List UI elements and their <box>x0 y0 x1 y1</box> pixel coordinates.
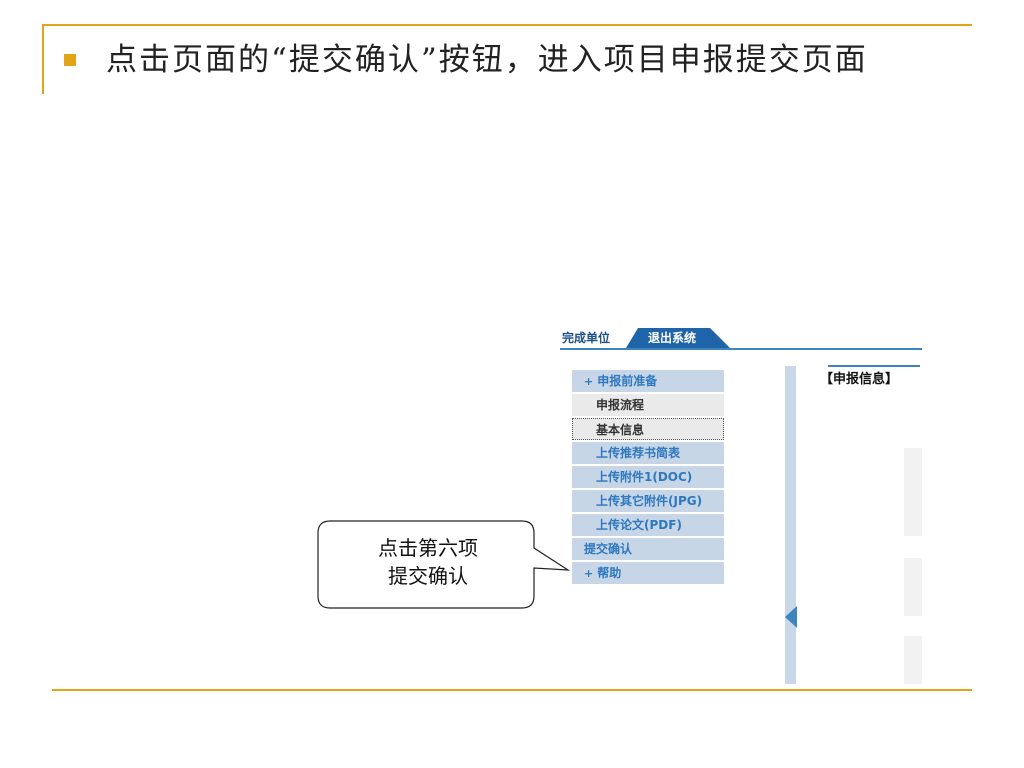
callout-bubble <box>317 520 571 609</box>
content-panel <box>904 448 922 536</box>
tab-exit-label: 退出系统 <box>648 331 697 345</box>
tab-complete-unit[interactable]: 完成单位 <box>562 331 611 345</box>
expand-plus-icon: + <box>584 375 594 388</box>
content-panel <box>904 636 922 684</box>
sidebar-item-upload-form[interactable]: 上传推荐书简表 <box>572 442 724 464</box>
info-header-rule <box>828 365 920 367</box>
sidebar-header-label: 申报前准备 <box>597 374 658 388</box>
callout-text: 点击第六项 提交确认 <box>320 534 536 590</box>
sidebar-help-label: 帮助 <box>597 566 622 580</box>
callout-line-2: 提交确认 <box>388 564 468 588</box>
sidebar-menu: +申报前准备 申报流程 基本信息 上传推荐书简表 上传附件1(DOC) 上传其它… <box>572 370 724 586</box>
bullet-square-icon <box>64 54 76 66</box>
sidebar-item-help[interactable]: +帮助 <box>572 562 724 584</box>
tab-underline <box>560 348 922 350</box>
sidebar-item-upload-pdf[interactable]: 上传论文(PDF) <box>572 514 724 536</box>
slide-top-rule <box>42 24 972 26</box>
collapse-arrow-icon[interactable] <box>785 606 797 628</box>
slide-bottom-rule <box>52 689 972 691</box>
sidebar-header-prep[interactable]: +申报前准备 <box>572 370 724 392</box>
expand-plus-icon: + <box>584 567 594 580</box>
content-panel <box>904 558 922 616</box>
slide-title: 点击页面的“提交确认”按钮，进入项目申报提交页面 <box>106 42 868 78</box>
callout-line-1: 点击第六项 <box>378 536 478 560</box>
splitter-bar[interactable] <box>785 366 796 684</box>
sidebar-item-upload-jpg[interactable]: 上传其它附件(JPG) <box>572 490 724 512</box>
sidebar-item-upload-doc[interactable]: 上传附件1(DOC) <box>572 466 724 488</box>
sidebar-item-process[interactable]: 申报流程 <box>572 394 724 416</box>
info-header: 【申报信息】 <box>820 372 899 387</box>
sidebar-item-submit-confirm[interactable]: 提交确认 <box>572 538 724 560</box>
tab-shape-icon <box>626 328 730 348</box>
sidebar-item-basic-info[interactable]: 基本信息 <box>572 418 724 440</box>
tab-bar: 完成单位 退出系统 <box>560 326 922 350</box>
slide-left-rule <box>42 24 44 94</box>
tab-exit-system[interactable]: 退出系统 <box>626 328 734 348</box>
